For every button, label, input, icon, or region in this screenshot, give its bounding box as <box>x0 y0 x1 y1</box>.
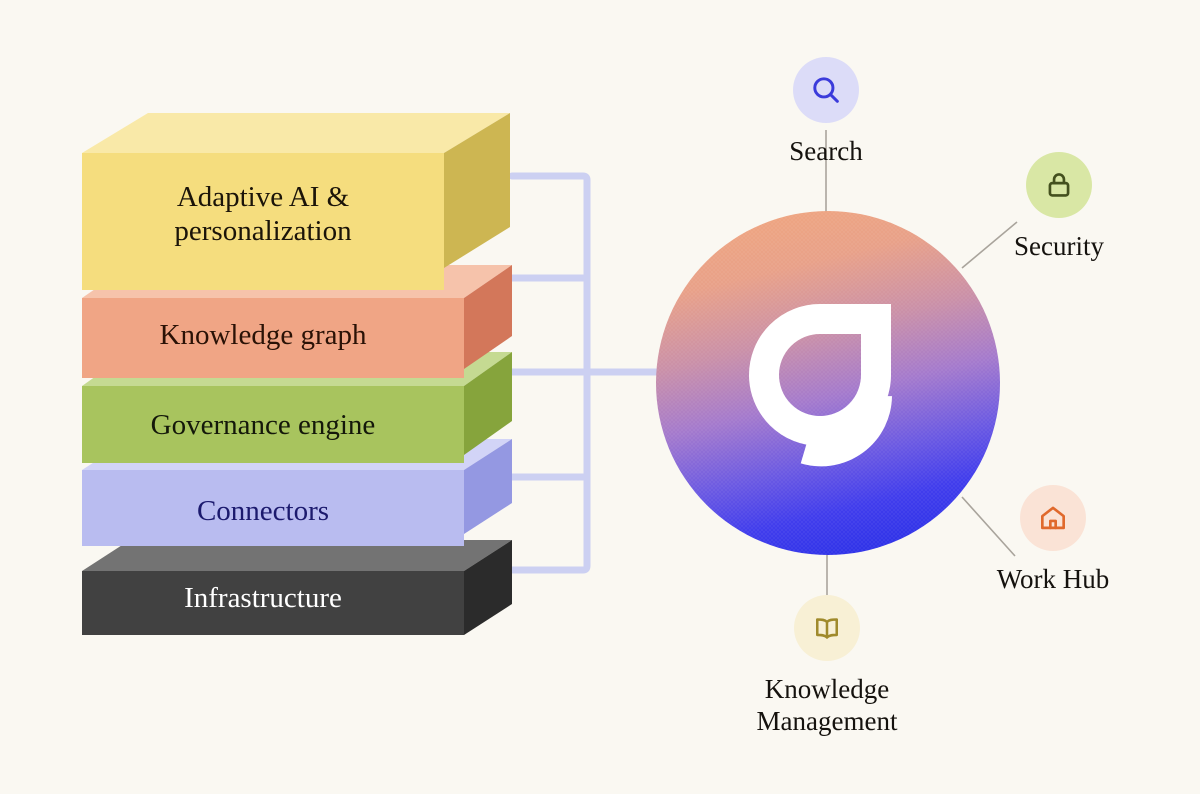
layer-top-face <box>82 113 510 153</box>
stack-layer-adaptive-ai[interactable] <box>82 113 510 290</box>
satellite-security[interactable]: Security <box>986 152 1132 263</box>
spoke-work-hub <box>961 496 1016 557</box>
layer-side-face <box>464 439 512 534</box>
search-icon <box>813 77 839 103</box>
book-icon <box>816 618 838 639</box>
layer-side-face <box>464 540 512 635</box>
layer-front-face <box>82 386 464 463</box>
satellite-label-work-hub: Work Hub <box>996 564 1110 594</box>
satellite-work-hub[interactable]: Work Hub <box>980 485 1126 596</box>
knowledge-management-badge[interactable] <box>794 595 860 661</box>
layer-side-face <box>444 113 510 268</box>
layer-front-face <box>82 153 444 290</box>
satellite-spokes <box>825 130 1018 600</box>
platform-core-sphere[interactable] <box>656 211 1000 555</box>
layer-front-face <box>82 571 464 635</box>
search-badge[interactable] <box>793 57 859 123</box>
core-texture-overlay <box>656 211 1000 555</box>
spoke-security <box>961 221 1018 269</box>
satellite-label-knowledge-management: Knowledge Management <box>756 674 898 736</box>
layer-side-face <box>464 352 512 455</box>
lock-icon <box>1048 173 1070 197</box>
satellite-knowledge-management[interactable]: Knowledge Management <box>716 595 938 738</box>
work-hub-badge[interactable] <box>1020 485 1086 551</box>
satellite-search[interactable]: Search <box>760 57 892 168</box>
layer-front-face <box>82 298 464 378</box>
satellite-label-security: Security <box>1014 231 1104 261</box>
layer-front-face <box>82 470 464 546</box>
security-badge[interactable] <box>1026 152 1092 218</box>
layer-top-face <box>82 540 512 571</box>
satellite-label-search: Search <box>789 136 863 166</box>
home-icon <box>1041 506 1065 530</box>
glean-logo-icon <box>749 304 892 467</box>
stack-layer-infrastructure[interactable] <box>82 540 512 635</box>
connector-bus <box>506 172 664 574</box>
layer-side-face <box>464 265 512 369</box>
